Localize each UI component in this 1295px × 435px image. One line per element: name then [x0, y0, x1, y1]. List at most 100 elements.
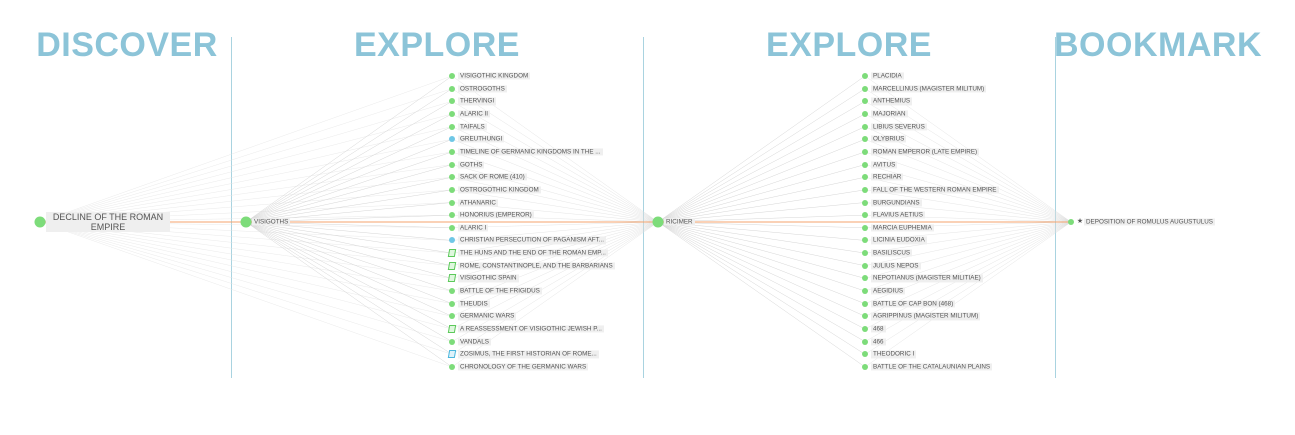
list-item-label[interactable]: THEUDIS	[458, 300, 490, 308]
list-item-label[interactable]: RECHIAR	[871, 173, 904, 181]
list-item-label[interactable]: TIMELINE OF GERMANIC KINGDOMS IN THE ...	[458, 148, 603, 156]
list-node-dot[interactable]	[449, 313, 455, 320]
list-node-dot[interactable]	[449, 123, 455, 130]
list-item-label[interactable]: LIBIUS SEVERUS	[871, 122, 927, 131]
list-item-label[interactable]: ALARIC I	[458, 224, 489, 232]
list-node-dot[interactable]	[449, 136, 455, 143]
list-item-label[interactable]: 466	[871, 338, 886, 346]
list-node-dot[interactable]	[862, 300, 868, 307]
list-node-dot[interactable]	[449, 73, 455, 79]
list-node-dot[interactable]	[449, 224, 455, 231]
list-node-dot[interactable]	[862, 98, 868, 105]
list-item-label[interactable]: FLAVIUS AETIUS	[871, 211, 925, 219]
list-item-label[interactable]: CHRONOLOGY OF THE GERMANIC WARS	[458, 363, 589, 371]
document-icon[interactable]	[447, 261, 457, 270]
list-item-label[interactable]: 468	[871, 325, 886, 333]
list-node-dot[interactable]	[449, 148, 455, 155]
list-node-dot[interactable]	[449, 110, 455, 117]
list-node-dot[interactable]	[862, 110, 868, 117]
list-node-dot[interactable]	[449, 338, 455, 345]
list-item-label[interactable]: BURGUNDIANS	[871, 198, 922, 207]
list-item-label[interactable]: ALARIC II	[458, 110, 490, 118]
list-item-label[interactable]: LICINIA EUDOXIA	[871, 236, 927, 245]
explore-node-ricimer[interactable]	[652, 216, 664, 228]
list-item-label[interactable]: OLYBRIUS	[871, 135, 907, 143]
list-node-dot[interactable]	[449, 300, 455, 307]
list-item-label[interactable]: VISIGOTHIC SPAIN	[458, 274, 519, 282]
list-item-label[interactable]: ROME, CONSTANTINOPLE, AND THE BARBARIANS	[458, 262, 615, 270]
list-node-dot[interactable]	[449, 85, 455, 92]
list-item-label[interactable]: AGRIPPINUS (MAGISTER MILITUM)	[871, 312, 981, 320]
list-node-dot[interactable]	[862, 136, 868, 143]
list-node-dot[interactable]	[862, 288, 868, 295]
list-item-label[interactable]: GREUTHUNGI	[458, 135, 505, 143]
list-node-dot[interactable]	[862, 313, 868, 320]
list-node-dot[interactable]	[862, 123, 868, 130]
list-node-dot[interactable]	[862, 250, 868, 257]
list-item-label[interactable]: TAIFALS	[458, 122, 487, 131]
list-node-dot[interactable]	[862, 262, 868, 269]
list-item-label[interactable]: BASILISCUS	[871, 249, 913, 257]
explore-node-label[interactable]: RICIMER	[664, 218, 695, 226]
list-item-label[interactable]: CHRISTIAN PERSECUTION OF PAGANISM AFT...	[458, 236, 607, 245]
document-icon[interactable]	[447, 350, 457, 359]
list-node-dot[interactable]	[449, 212, 455, 219]
list-item-label[interactable]: THEODORIC I	[871, 350, 917, 358]
list-node-dot[interactable]	[449, 98, 455, 105]
list-item-label[interactable]: MARCIA EUPHEMIA	[871, 224, 934, 232]
list-node-dot[interactable]	[862, 351, 868, 358]
list-item-label[interactable]: GOTHS	[458, 160, 485, 169]
list-item-label[interactable]: MARCELLINUS (MAGISTER MILITUM)	[871, 85, 987, 93]
list-item-label[interactable]: JULIUS NEPOS	[871, 262, 921, 270]
list-node-dot[interactable]	[862, 199, 868, 206]
list-item-label[interactable]: BATTLE OF THE CATALAUNIAN PLAINS	[871, 363, 993, 371]
list-node-dot[interactable]	[862, 148, 868, 155]
list-node-dot[interactable]	[862, 212, 868, 219]
list-node-dot[interactable]	[862, 186, 868, 193]
list-node-dot[interactable]	[449, 363, 455, 370]
list-item-label[interactable]: THE HUNS AND THE END OF THE ROMAN EMP...	[458, 249, 608, 257]
list-item-label[interactable]: GERMANIC WARS	[458, 312, 517, 320]
list-item-label[interactable]: FALL OF THE WESTERN ROMAN EMPIRE	[871, 186, 999, 194]
discover-node[interactable]	[34, 216, 46, 228]
list-node-dot[interactable]	[449, 161, 455, 168]
list-item-label[interactable]: THERVINGI	[458, 97, 497, 105]
list-item-label[interactable]: SACK OF ROME (410)	[458, 173, 527, 181]
document-icon[interactable]	[447, 274, 457, 283]
document-icon[interactable]	[447, 249, 457, 258]
list-item-label[interactable]: VISIGOTHIC KINGDOM	[458, 72, 531, 80]
list-node-dot[interactable]	[862, 161, 868, 168]
list-item-label[interactable]: HONORIUS (EMPEROR)	[458, 211, 534, 219]
list-item-label[interactable]: ANTHEMIUS	[871, 97, 913, 105]
list-node-dot[interactable]	[862, 363, 868, 370]
list-node-dot[interactable]	[862, 224, 868, 231]
list-node-dot[interactable]	[862, 174, 868, 181]
list-item-label[interactable]: ROMAN EMPEROR (LATE EMPIRE)	[871, 148, 980, 156]
bookmark-node[interactable]	[1068, 219, 1074, 225]
list-item-label[interactable]: ZOSIMUS, THE FIRST HISTORIAN OF ROME...	[458, 350, 599, 358]
list-node-dot[interactable]	[862, 237, 868, 244]
list-item-label[interactable]: OSTROGOTHS	[458, 85, 507, 93]
list-node-dot[interactable]	[449, 237, 455, 244]
list-node-dot[interactable]	[862, 73, 868, 79]
list-item-label[interactable]: A REASSESSMENT OF VISIGOTHIC JEWISH P...	[458, 325, 604, 333]
list-item-label[interactable]: ATHANARIC	[458, 198, 498, 207]
list-node-dot[interactable]	[449, 174, 455, 181]
explore-node-label[interactable]: VISIGOTHS	[252, 218, 291, 226]
list-item-label[interactable]: MAJORIAN	[871, 110, 908, 118]
discover-node-label[interactable]: DECLINE OF THE ROMAN EMPIRE	[46, 212, 170, 232]
bookmark-node-label[interactable]: DEPOSITION OF ROMULUS AUGUSTULUS	[1084, 218, 1216, 226]
list-node-dot[interactable]	[449, 186, 455, 193]
list-item-label[interactable]: BATTLE OF CAP BON (468)	[871, 300, 956, 308]
list-node-dot[interactable]	[862, 275, 868, 282]
list-item-label[interactable]: PLACIDIA	[871, 72, 904, 80]
list-node-dot[interactable]	[449, 288, 455, 295]
list-item-label[interactable]: OSTROGOTHIC KINGDOM	[458, 186, 541, 194]
explore-node-visigoths[interactable]	[240, 216, 252, 228]
document-icon[interactable]	[447, 325, 457, 333]
list-item-label[interactable]: AVITUS	[871, 160, 898, 169]
list-item-label[interactable]: BATTLE OF THE FRIGIDUS	[458, 287, 542, 295]
list-item-label[interactable]: VANDALS	[458, 338, 491, 346]
list-item-label[interactable]: AEGIDIUS	[871, 287, 906, 295]
list-node-dot[interactable]	[449, 199, 455, 206]
